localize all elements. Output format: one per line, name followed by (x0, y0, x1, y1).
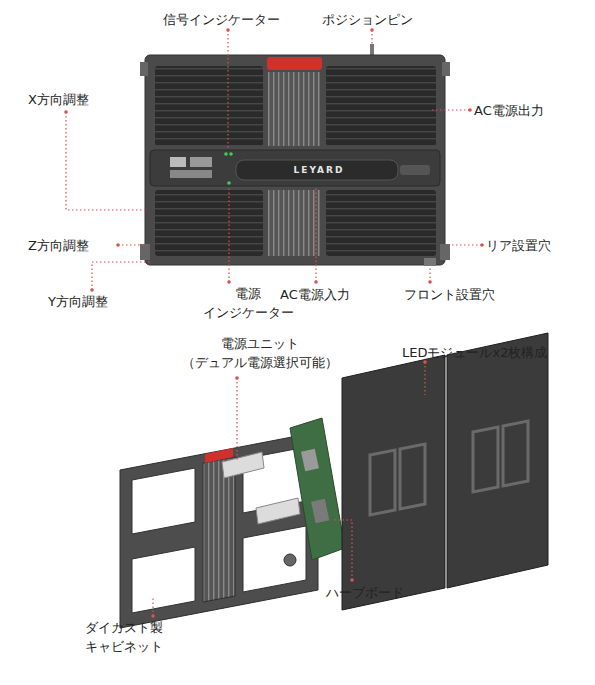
part-label: X方向調整 (28, 90, 89, 109)
part-label: 電源ユニット （デュアル電源選択可能） (172, 334, 348, 372)
leader-dot (227, 280, 231, 284)
red-handle (267, 57, 322, 70)
cabinet-frame (145, 55, 445, 265)
module-mark (473, 427, 498, 492)
heatsink (203, 457, 235, 602)
leader-line (452, 244, 482, 245)
part-label: Z方向調整 (28, 236, 89, 255)
leader-dot (350, 578, 354, 582)
leader-line (315, 186, 316, 282)
brand-logo: LEYARD (282, 163, 356, 177)
part-label: AC電源出力 (474, 101, 544, 120)
part-label: Y方向調整 (48, 292, 108, 311)
signal-led (229, 152, 233, 156)
power-unit (256, 498, 300, 524)
heatsink (268, 190, 320, 256)
leader-line (152, 598, 153, 616)
sticker (170, 170, 212, 178)
part-label: フロント設置穴 (404, 285, 495, 304)
sticker (170, 157, 186, 167)
fan (284, 554, 296, 566)
leader-lines (66, 30, 482, 616)
center-bar (150, 150, 440, 186)
part-label: ダイカスト製 キャビネット (76, 618, 172, 656)
power-led (227, 181, 231, 185)
heatsink (268, 72, 320, 146)
heat-panel (155, 66, 263, 146)
leader-dot (226, 28, 230, 32)
chip (311, 499, 329, 523)
module-mark (503, 421, 528, 486)
leader-line (432, 109, 470, 110)
leader-line (236, 378, 237, 460)
bracket (140, 244, 150, 260)
leader-dots (64, 28, 484, 618)
signal-led (224, 152, 228, 156)
bracket (440, 244, 450, 260)
cabinet-rear-view (140, 44, 450, 266)
diecast-cabinet (120, 432, 318, 628)
sticker (190, 157, 212, 167)
module-mark (370, 450, 395, 515)
leader-line (334, 520, 352, 580)
leader-dot (64, 110, 68, 114)
leader-dot (314, 280, 318, 284)
frame-window (243, 526, 306, 592)
frame-window (132, 468, 195, 534)
leader-line (118, 244, 150, 245)
logo-bar (236, 160, 398, 180)
chip (301, 449, 319, 471)
part-label: リア設置穴 (486, 236, 551, 255)
hub-board (290, 418, 345, 560)
leader-dot (428, 280, 432, 284)
part-label: ポジションピン (322, 10, 413, 29)
heat-panel (326, 190, 436, 256)
led-module (342, 355, 445, 610)
leader-dot (423, 360, 427, 364)
leader-line (66, 112, 148, 210)
leader-dot (480, 243, 484, 247)
leader-line (429, 266, 430, 282)
leader-line (227, 30, 228, 150)
leader-line (228, 186, 229, 282)
leader-line (92, 262, 150, 290)
leader-dot (370, 28, 374, 32)
exploded-view (120, 333, 548, 628)
leader-dot (151, 614, 155, 618)
part-label: AC電源入力 (280, 285, 350, 304)
leader-dot (90, 288, 94, 292)
leader-line (424, 362, 425, 395)
part-label: ハーブボード (326, 583, 404, 602)
bracket (140, 62, 148, 76)
leader-line (371, 30, 372, 46)
leader-dot (235, 376, 239, 380)
heat-panel (326, 66, 436, 146)
position-pin (370, 44, 374, 56)
ac-connector (400, 165, 430, 175)
module-mark (400, 444, 425, 509)
led-module (447, 333, 548, 588)
heat-panel (155, 190, 263, 256)
mount-hole (424, 258, 436, 266)
frame-window (132, 547, 195, 613)
leader-dot (468, 108, 472, 112)
power-unit (222, 452, 264, 478)
bracket (442, 62, 450, 76)
part-label: LEDモジュールx2枚構成 (402, 343, 547, 362)
part-label: 信号インジケーター (163, 10, 280, 29)
leader-dot (116, 243, 120, 247)
